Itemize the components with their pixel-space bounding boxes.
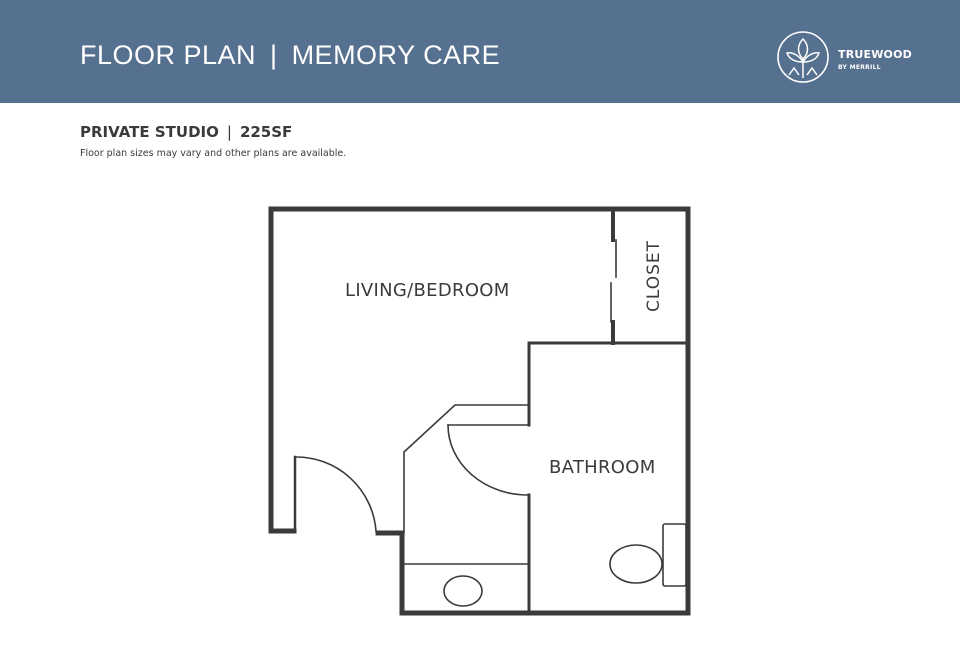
title-separator: | bbox=[270, 40, 278, 70]
brand-subtitle: BY MERRILL bbox=[838, 64, 881, 71]
entry-door-swing bbox=[294, 456, 377, 532]
truewood-logo: TRUEWOOD BY MERRILL bbox=[777, 31, 937, 85]
header-banner: FLOOR PLAN | MEMORY CARE TRUEWOOD BY MERRI… bbox=[0, 0, 960, 103]
unit-separator: | bbox=[226, 123, 232, 141]
plan-disclaimer: Floor plan sizes may vary and other plan… bbox=[80, 148, 347, 159]
brand-name: TRUEWOOD bbox=[838, 48, 912, 61]
toilet-bowl bbox=[609, 544, 663, 584]
title-floor-plan: FLOOR PLAN bbox=[80, 40, 257, 70]
room-label-living: LIVING/BEDROOM bbox=[345, 280, 510, 301]
exterior-wall bbox=[268, 206, 691, 616]
bathroom-door-swing bbox=[447, 424, 530, 496]
title-memory-care: MEMORY CARE bbox=[291, 40, 501, 70]
room-label-closet: CLOSET bbox=[644, 239, 664, 313]
unit-name: PRIVATE STUDIO bbox=[80, 123, 219, 141]
room-label-bathroom: BATHROOM bbox=[549, 457, 656, 478]
unit-heading: PRIVATE STUDIO | 225SF bbox=[80, 123, 292, 141]
sink bbox=[443, 575, 483, 607]
page-title: FLOOR PLAN | MEMORY CARE bbox=[80, 40, 500, 71]
toilet-tank bbox=[662, 523, 687, 587]
unit-size: 225SF bbox=[239, 123, 293, 141]
leaf-circle-icon bbox=[777, 31, 829, 83]
